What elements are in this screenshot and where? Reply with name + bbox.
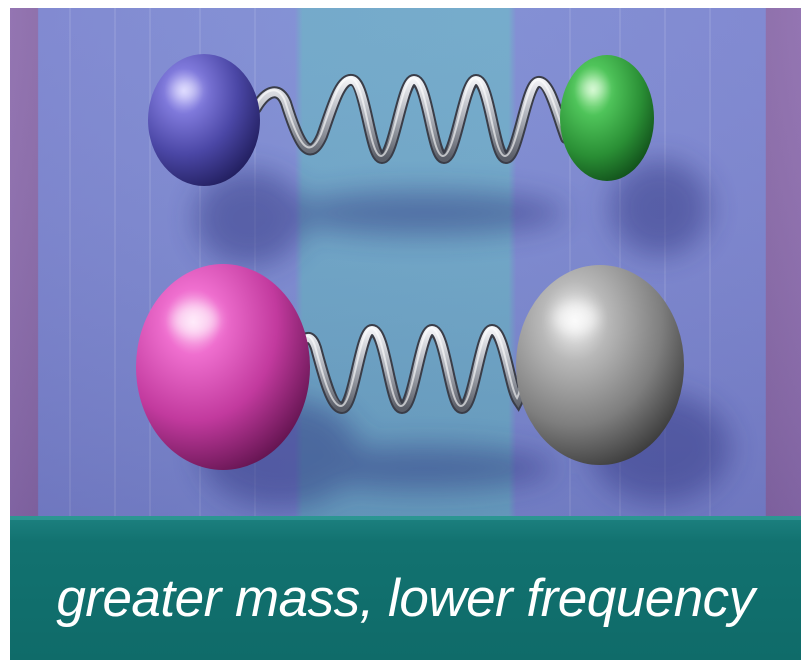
spring-mass-illustration	[10, 8, 801, 516]
grey-ball	[516, 265, 684, 465]
purple-ball	[148, 54, 260, 186]
caption-text: greater mass, lower frequency	[56, 569, 755, 628]
caption-bar: greater mass, lower frequency	[10, 516, 801, 660]
green-ball	[560, 55, 654, 181]
bottom-spring	[286, 323, 540, 415]
pink-ball	[136, 264, 310, 470]
shadows	[195, 160, 730, 508]
video-frame: greater mass, lower frequency	[10, 8, 801, 660]
top-spring	[250, 73, 572, 165]
